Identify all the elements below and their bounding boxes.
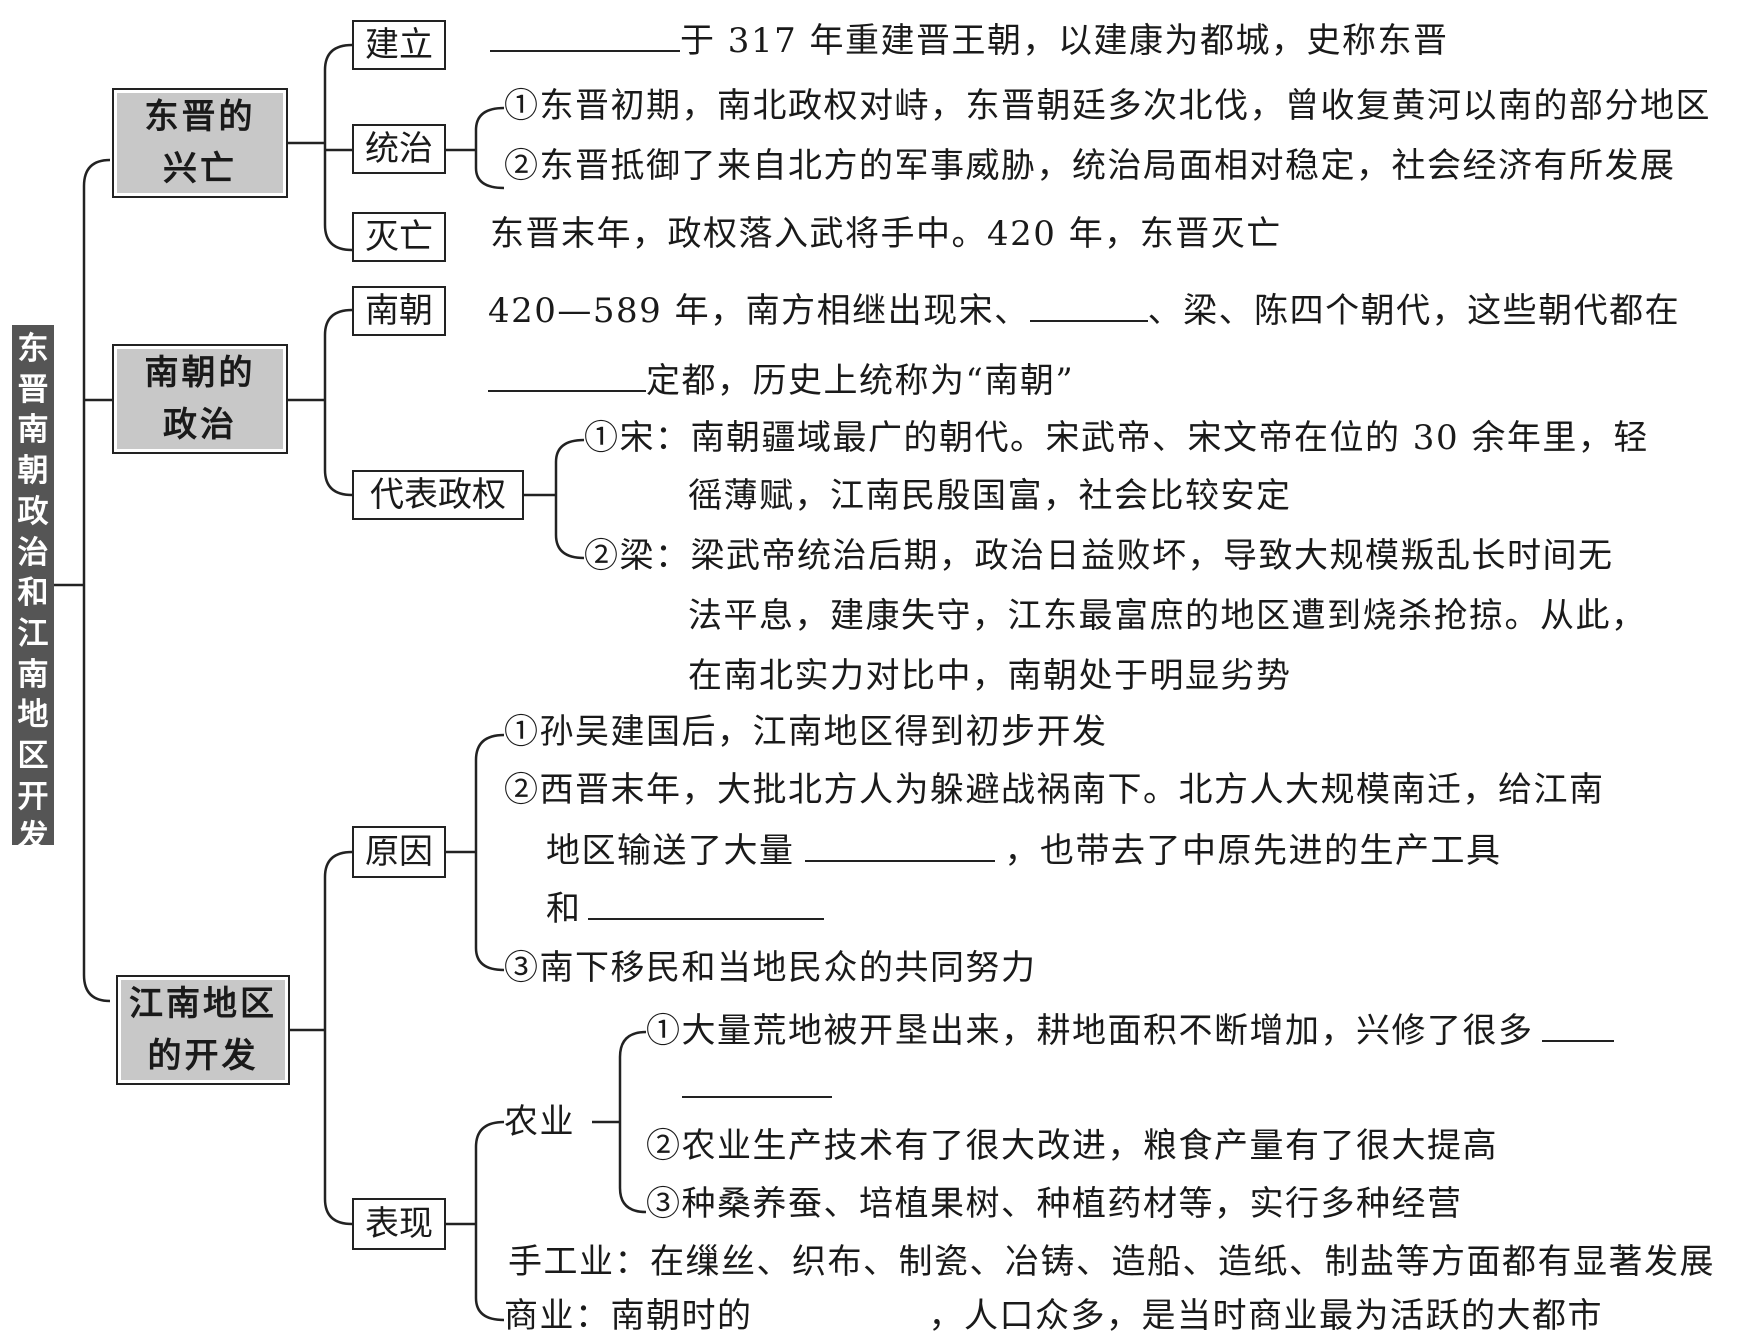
miewang-text: 东晋末年，政权落入武将手中。420 年，东晋灭亡 xyxy=(490,214,1282,254)
section-dongjin-box: 东晋的 兴亡 xyxy=(112,88,288,198)
section-title-line: 江南地区 xyxy=(129,984,277,1024)
yuanyin-item-1: ①孙吴建国后，江南地区得到初步开发 xyxy=(504,712,1108,752)
yuanyin-item-2-line-3: 和 xyxy=(546,888,824,929)
section-jiangnan-box: 江南地区 的开发 xyxy=(116,975,290,1085)
root-char: 地 xyxy=(17,697,49,734)
root-char: 南 xyxy=(17,412,49,449)
nongye-item-1: ①大量荒地被开垦出来，耕地面积不断增加，兴修了很多 xyxy=(646,1010,1614,1051)
yuanyin-item-2-line-2: 地区输送了大量 ，也带去了中原先进的生产工具 xyxy=(546,830,1502,871)
song-line-2: 徭薄赋，江南民殷国富，社会比较安定 xyxy=(688,476,1292,516)
section-title-line: 南朝的 xyxy=(144,353,256,393)
nanchao-line-2-body: 定都，历史上统称为“南朝” xyxy=(646,361,1075,401)
section-title-line: 兴亡 xyxy=(163,149,237,189)
root-char: 南 xyxy=(17,656,49,693)
nanchao-line-1-a: 420—589 年，南方相继出现宋、 xyxy=(488,291,1030,331)
fill-blank xyxy=(682,1066,832,1098)
label-yuanyin: 原因 xyxy=(352,826,446,878)
label-jianli: 建立 xyxy=(352,20,446,70)
fill-blank xyxy=(804,830,995,862)
shougongye-text: 手工业：在缫丝、织布、制瓷、冶铸、造船、造纸、制盐等方面都有显著发展 xyxy=(508,1242,1715,1282)
root-char: 开 xyxy=(17,778,49,815)
section-title-line: 政治 xyxy=(163,405,237,445)
root-char: 江 xyxy=(17,615,49,652)
label-nongye: 农业 xyxy=(504,1102,575,1142)
fill-blank xyxy=(488,360,646,392)
yuanyin-item-2-line-2-a: 地区输送了大量 xyxy=(546,831,795,871)
liang-line-3: 在南北实力对比中，南朝处于明显劣势 xyxy=(688,656,1292,696)
nongye-item-1-cont xyxy=(682,1066,832,1107)
tongzhi-item-1: ①东晋初期，南北政权对峙，东晋朝廷多次北伐，曾收复黄河以南的部分地区 xyxy=(504,86,1711,126)
root-char: 朝 xyxy=(17,453,49,490)
fill-blank xyxy=(490,20,680,52)
yuanyin-item-2-line-3-a: 和 xyxy=(546,889,582,929)
yuanyin-item-2-line-1: ②西晋末年，大批北方人为躲避战祸南下。北方人大规模南迁，给江南 xyxy=(504,770,1605,810)
nongye-item-2: ②农业生产技术有了很大改进，粮食产量有了很大提高 xyxy=(646,1126,1498,1166)
nongye-item-3: ③种桑养蚕、培植果树、种植药材等，实行多种经营 xyxy=(646,1184,1463,1224)
liang-line-1: ②梁：梁武帝统治后期，政治日益败坏，导致大规模叛乱长时间无 xyxy=(584,536,1614,576)
song-line-1: ①宋：南朝疆域最广的朝代。宋武帝、宋文帝在位的 30 余年里，轻 xyxy=(584,418,1649,458)
label-nanchao: 南朝 xyxy=(352,286,446,336)
shangye-text: 商业：南朝时的 ，人口众多，是当时商业最为活跃的大都市 xyxy=(504,1296,1603,1336)
fill-blank xyxy=(1541,1010,1614,1042)
fill-blank xyxy=(587,888,824,920)
jianli-text-body: 于 317 年重建晋王朝，以建康为都城，史称东晋 xyxy=(680,21,1449,61)
section-title-line: 东晋的 xyxy=(144,97,256,137)
yuanyin-item-2-line-2-b: ，也带去了中原先进的生产工具 xyxy=(1004,831,1502,871)
label-tongzhi: 统治 xyxy=(352,124,446,174)
root-char: 东 xyxy=(17,331,49,367)
shangye-text-a: 商业：南朝时的 xyxy=(504,1296,753,1336)
yuanyin-item-3: ③南下移民和当地民众的共同努力 xyxy=(504,948,1037,988)
label-miewang: 灭亡 xyxy=(352,212,446,262)
root-char: 晋 xyxy=(17,371,49,408)
nanchao-line-2: 定都，历史上统称为“南朝” xyxy=(488,360,1074,401)
nanchao-line-1-b: 、梁、陈四个朝代，这些朝代都在 xyxy=(1147,291,1681,331)
root-char: 和 xyxy=(17,575,49,612)
nanchao-line-1: 420—589 年，南方相继出现宋、 、梁、陈四个朝代，这些朝代都在 xyxy=(488,290,1680,331)
label-daibiao: 代表政权 xyxy=(352,470,524,520)
root-char: 发 xyxy=(17,819,49,856)
liang-line-2: 法平息，建康失守，江东最富庶的地区遭到烧杀抢掠。从此， xyxy=(688,596,1647,636)
root-title: 东 晋 南 朝 政 治 和 江 南 地 区 开 发 xyxy=(12,325,54,855)
nongye-item-1-body: ①大量荒地被开垦出来，耕地面积不断增加，兴修了很多 xyxy=(646,1011,1534,1051)
tongzhi-item-2: ②东晋抵御了来自北方的军事威胁，统治局面相对稳定，社会经济有所发展 xyxy=(504,146,1676,186)
section-title-line: 的开发 xyxy=(147,1036,259,1076)
jianli-text: 于 317 年重建晋王朝，以建康为都城，史称东晋 xyxy=(490,20,1449,61)
section-nanchao-box: 南朝的 政治 xyxy=(112,344,288,454)
label-biaoxian: 表现 xyxy=(352,1198,446,1250)
shangye-text-b: ，人口众多，是当时商业最为活跃的大都市 xyxy=(928,1296,1603,1336)
fill-blank xyxy=(1029,290,1148,322)
root-char: 政 xyxy=(17,493,49,530)
root-char: 区 xyxy=(17,738,49,775)
root-char: 治 xyxy=(17,534,49,571)
